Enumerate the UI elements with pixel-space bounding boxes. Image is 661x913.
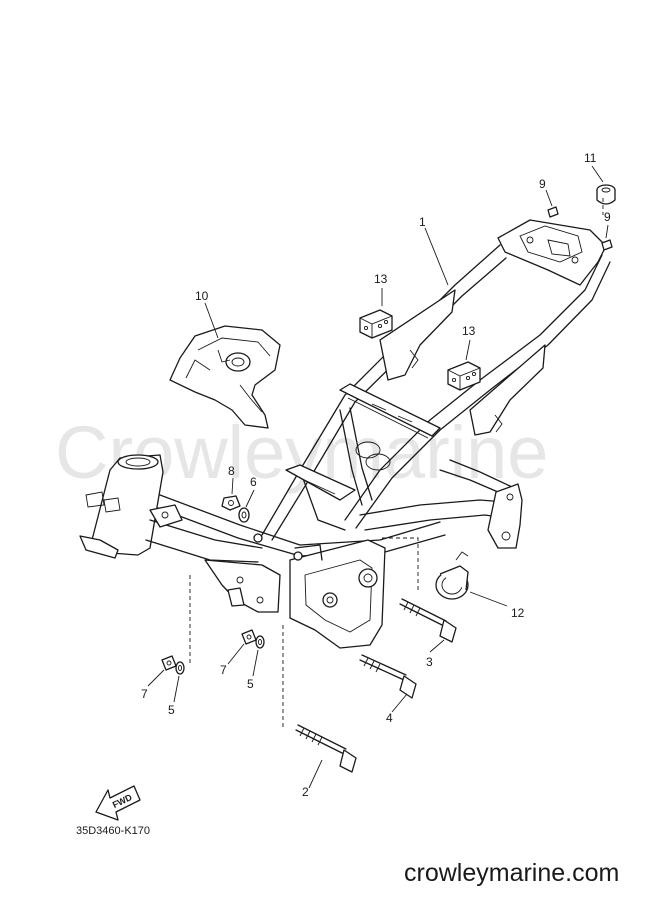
nut-part-7-right[interactable] [241, 629, 257, 645]
washer-part-5-left[interactable] [175, 661, 185, 675]
rubber-part-13-left[interactable] [359, 309, 393, 339]
callout-5-right: 5 [247, 677, 254, 691]
callout-13-left: 13 [374, 272, 388, 286]
callout-3: 3 [426, 655, 433, 669]
grommet-part-11[interactable] [596, 184, 616, 205]
plug-part-9-left[interactable] [547, 206, 559, 218]
callout-7-right: 7 [220, 663, 227, 677]
frame[interactable] [79, 219, 611, 649]
callout-7-left: 7 [141, 687, 148, 701]
callout-13-right: 13 [462, 324, 476, 338]
fwd-arrow-icon: FWD [95, 785, 141, 821]
callout-4: 4 [386, 711, 393, 725]
callout-12: 12 [511, 606, 525, 620]
callout-9-left: 9 [539, 177, 546, 191]
diagram-code: 35D3460-K170 [76, 825, 150, 837]
callout-9-right: 9 [604, 210, 611, 224]
site-url: crowleymarine.com [404, 859, 619, 887]
nut-part-7-left[interactable] [161, 655, 177, 671]
callout-8: 8 [228, 464, 235, 478]
callout-1: 1 [419, 215, 426, 229]
cap-part-12[interactable] [435, 551, 469, 600]
plug-part-9-right[interactable] [601, 239, 613, 251]
bolt-part-3[interactable] [399, 598, 457, 643]
nut-part-8[interactable] [221, 495, 241, 511]
bolt-part-2[interactable] [295, 724, 357, 773]
callouts: 1 2 3 4 5 5 6 7 7 8 9 9 10 11 12 13 13 [141, 151, 611, 799]
callout-5-left: 5 [168, 703, 175, 717]
reference-lines [189, 198, 604, 730]
washer-part-6[interactable] [238, 507, 250, 523]
leader-lines [147, 165, 609, 789]
bolt-part-4[interactable] [359, 654, 417, 699]
callout-11: 11 [584, 151, 597, 165]
callout-2: 2 [302, 785, 309, 799]
cover-part-10[interactable] [169, 325, 281, 429]
rubber-part-13-right[interactable] [447, 361, 481, 391]
washer-part-5-right[interactable] [255, 635, 265, 649]
callout-6: 6 [250, 475, 257, 489]
callout-10: 10 [195, 289, 209, 303]
